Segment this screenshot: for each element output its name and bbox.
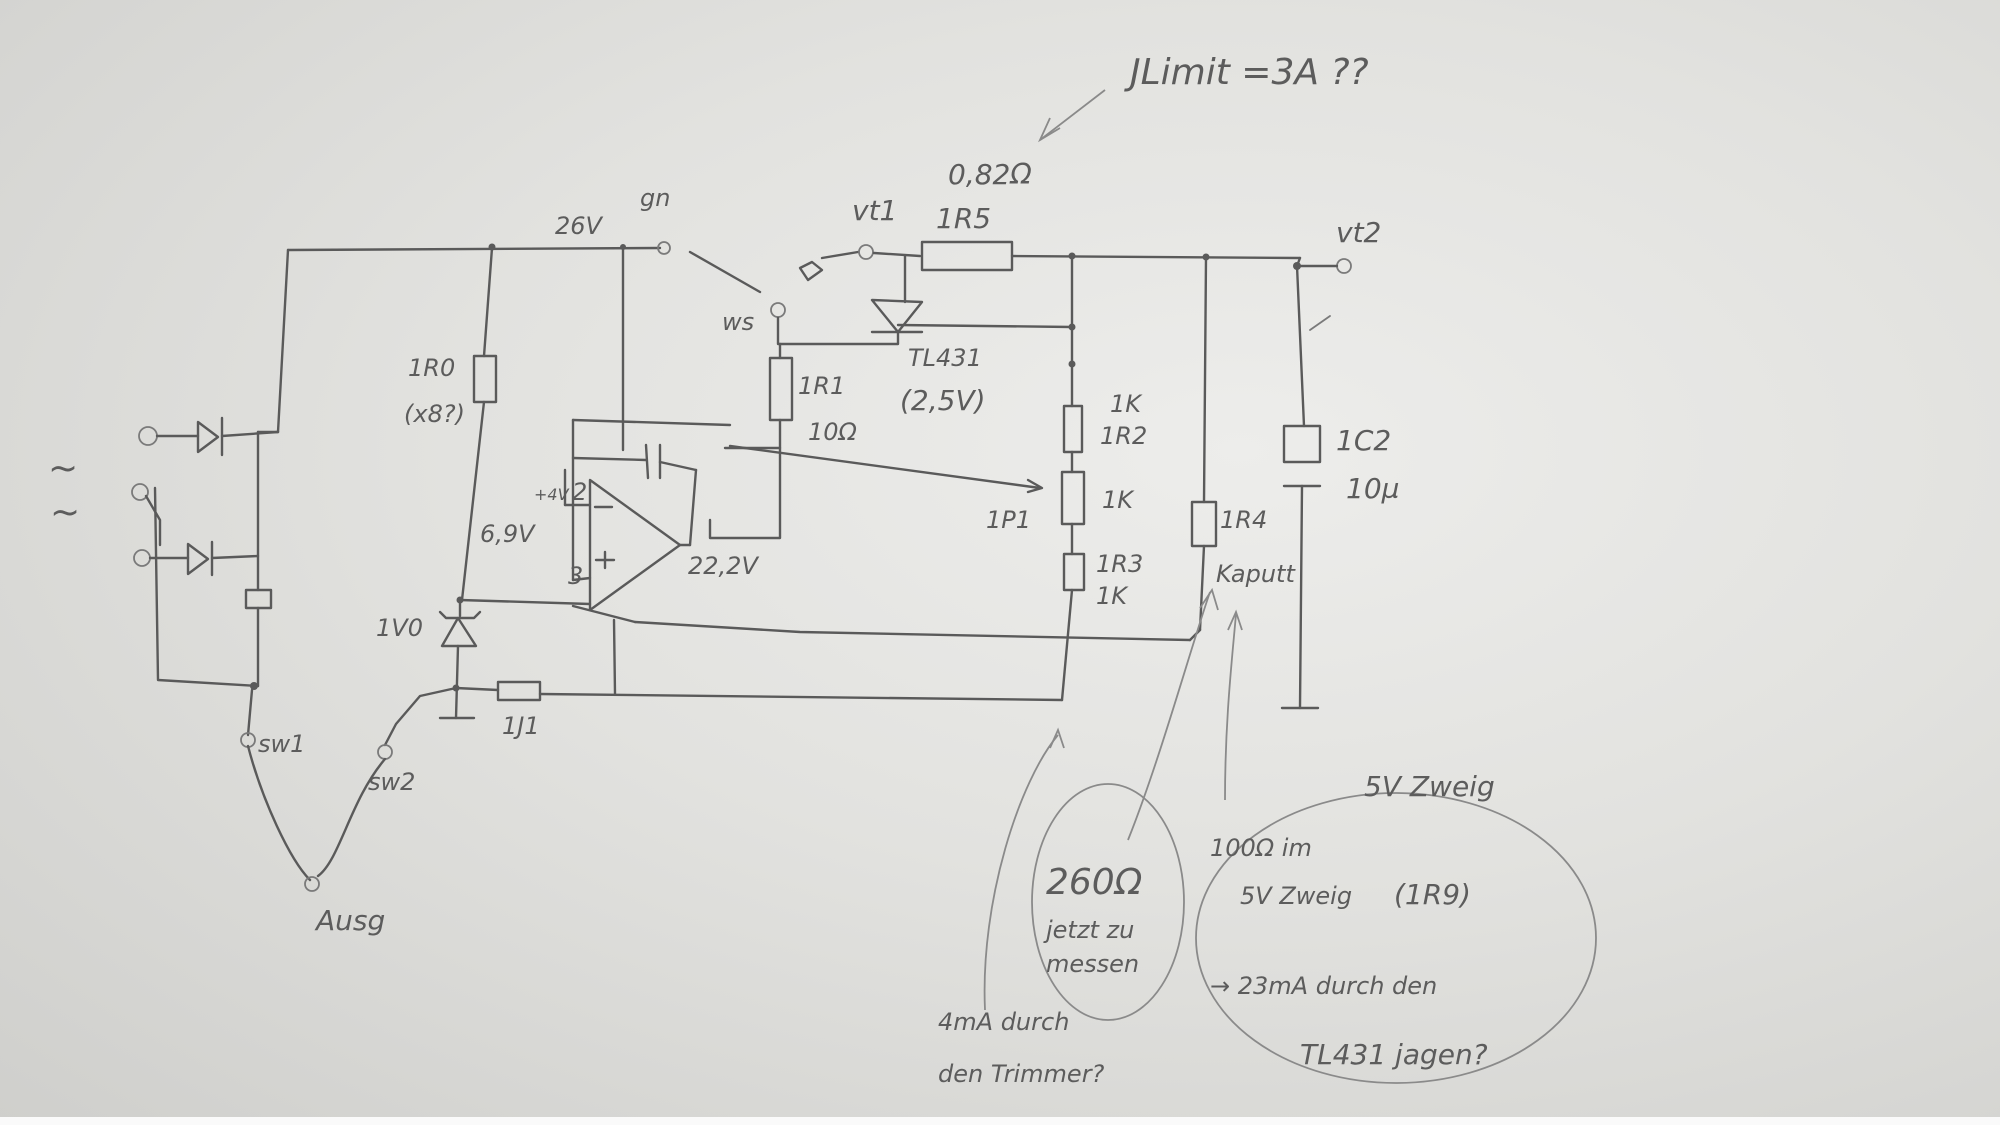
output-label: Ausg	[314, 904, 385, 937]
circle1-line1: 260Ω	[1046, 862, 1143, 903]
tl431-voltage: (2,5V)	[900, 384, 986, 417]
divider-column	[1060, 255, 1086, 702]
op-pin3: 3	[568, 562, 583, 590]
r14-note: Kaputt	[1216, 560, 1296, 588]
op-pin2: 2	[572, 478, 587, 506]
op-supply	[612, 246, 625, 696]
vt1-label: vt1	[852, 194, 897, 227]
circle2-line2: 5V Zweig	[1240, 882, 1352, 910]
top-rail-left	[286, 241, 671, 255]
ac-symbol-1: ~	[48, 448, 78, 489]
opamp	[458, 418, 732, 612]
r14-name: 1R4	[1220, 506, 1267, 534]
ws-label: ws	[722, 308, 754, 336]
ilimit-arrow	[1037, 89, 1106, 143]
feedback-capacitor	[571, 443, 698, 480]
circle2-line4: → 23mA durch den	[1210, 972, 1437, 1000]
r11-name: 1R1	[798, 372, 845, 400]
page-edge	[0, 1117, 2000, 1125]
ac-input	[131, 416, 280, 577]
sw1-label: sw1	[258, 730, 305, 758]
circle-100ohm	[1195, 792, 1597, 1084]
vt1-node	[798, 244, 922, 282]
r12-name: 1R2	[1100, 422, 1147, 450]
circle2-line3: (1R9)	[1394, 878, 1471, 911]
circle2-line1: 100Ω im	[1210, 834, 1312, 862]
sw2-label: sw2	[368, 768, 415, 796]
resistor-1R1	[708, 342, 794, 540]
wiper-wire	[571, 444, 1192, 642]
circle1-line2: jetzt zu	[1043, 916, 1134, 944]
voltage-222-label: 22,2V	[688, 552, 759, 580]
resistor-1R5	[920, 240, 1352, 274]
inductor-name: 1J1	[502, 712, 540, 740]
ilimit-label: JLimit =3A ??	[1124, 52, 1369, 93]
r13-value: 1K	[1096, 582, 1129, 610]
r10-value: (x8?)	[404, 400, 465, 428]
r10-name: 1R0	[408, 354, 455, 382]
left-rail	[153, 248, 290, 748]
trimmer-note-line1: 4mA durch	[938, 1008, 1069, 1036]
zener-name: 1V0	[376, 614, 423, 642]
zweig-title: 5V Zweig	[1364, 770, 1495, 803]
gn-label: gn	[640, 184, 670, 212]
p11-name: 1P1	[986, 506, 1031, 534]
trimmer-arrow	[983, 727, 1065, 1011]
zener-1V0	[438, 596, 482, 720]
kaputt-arrows	[1127, 587, 1243, 841]
output-wires	[246, 744, 387, 892]
capacitor-1C2	[1280, 264, 1331, 710]
r15-value: 0,82Ω	[948, 158, 1032, 191]
tl431-label: TL431	[908, 344, 982, 372]
circle2-line5: TL431 jagen?	[1300, 1038, 1488, 1071]
ac-symbol-2: ~	[50, 492, 80, 533]
r11-value: 10Ω	[808, 418, 858, 446]
r13-name: 1R3	[1096, 550, 1143, 578]
vt2-label: vt2	[1336, 216, 1381, 249]
tl431-symbol	[776, 254, 1076, 346]
voltage-26-label: 26V	[555, 212, 604, 240]
circle1-line3: messen	[1046, 950, 1139, 978]
r12-value: 1K	[1110, 390, 1143, 418]
trimmer-note-line2: den Trimmer?	[938, 1060, 1105, 1088]
ground-rail	[377, 680, 1064, 760]
c12-value: 10µ	[1346, 472, 1399, 505]
p11-value: 1K	[1102, 486, 1135, 514]
r15-name: 1R5	[936, 202, 991, 235]
resistor-1R4	[1188, 255, 1218, 642]
circle-260ohm	[1031, 783, 1185, 1021]
op-supply-label: +4V	[534, 485, 570, 504]
voltage-69-label: 6,9V	[480, 520, 536, 548]
c12-name: 1C2	[1336, 424, 1391, 457]
resistor-1R0	[460, 243, 498, 602]
